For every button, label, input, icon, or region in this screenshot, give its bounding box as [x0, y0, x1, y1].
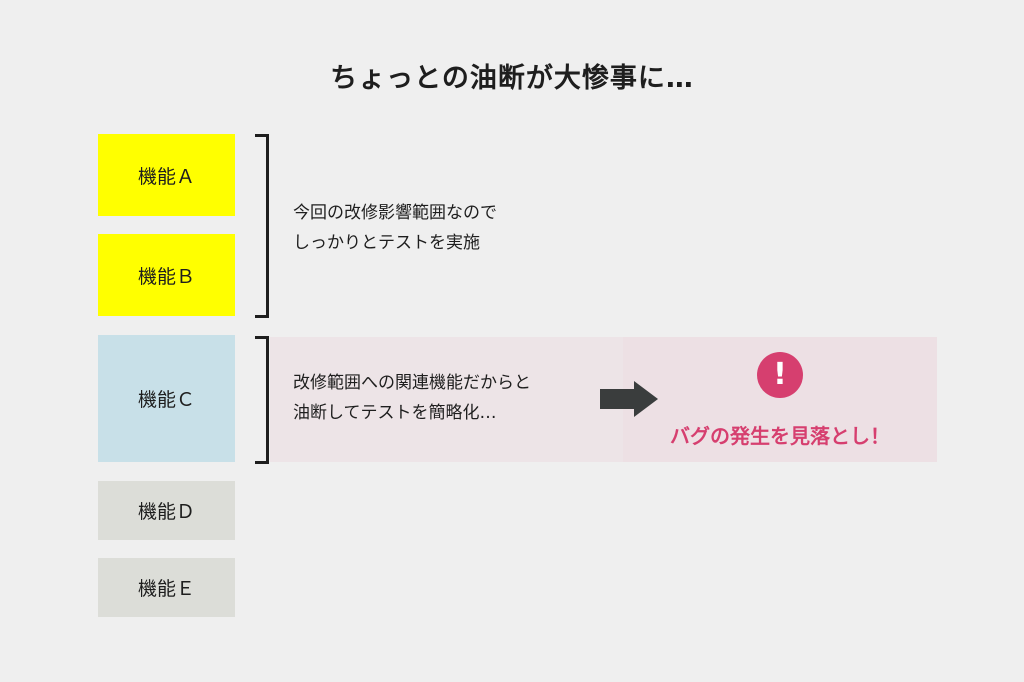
- simplified-testing-band: [270, 337, 623, 462]
- note-tested-line-1: 今回の改修影響範囲なので: [293, 203, 497, 223]
- exclamation-circle-icon: !: [757, 352, 803, 398]
- note-simplified-line-2: 油断してテストを簡略化…: [293, 403, 497, 423]
- note-tested-line-2: しっかりとテストを実施: [293, 233, 480, 253]
- note-tested: 今回の改修影響範囲なので しっかりとテストを実施: [293, 198, 497, 258]
- feature-label-d: 機能Ｄ: [137, 501, 195, 523]
- arrow-right-icon: [600, 381, 658, 417]
- feature-box-e: 機能Ｅ: [98, 558, 235, 617]
- note-simplified-line-1: 改修範囲への関連機能だからと: [293, 373, 531, 393]
- feature-label-c: 機能Ｃ: [137, 389, 195, 411]
- feature-label-a: 機能Ａ: [137, 165, 195, 188]
- feature-box-b: 機能Ｂ: [98, 234, 235, 316]
- feature-label-e: 機能Ｅ: [137, 578, 195, 600]
- alert-message: バグの発生を見落とし！: [670, 424, 890, 448]
- feature-box-c: 機能Ｃ: [98, 335, 235, 462]
- bracket-related-group: [255, 336, 269, 464]
- feature-box-d: 機能Ｄ: [98, 481, 235, 540]
- note-simplified: 改修範囲への関連機能だからと 油断してテストを簡略化…: [293, 368, 531, 428]
- diagram-title: ちょっとの油断が大惨事に…: [330, 63, 694, 94]
- bracket-tested-group: [255, 134, 269, 318]
- feature-box-a: 機能Ａ: [98, 134, 235, 216]
- feature-label-b: 機能Ｂ: [137, 265, 195, 288]
